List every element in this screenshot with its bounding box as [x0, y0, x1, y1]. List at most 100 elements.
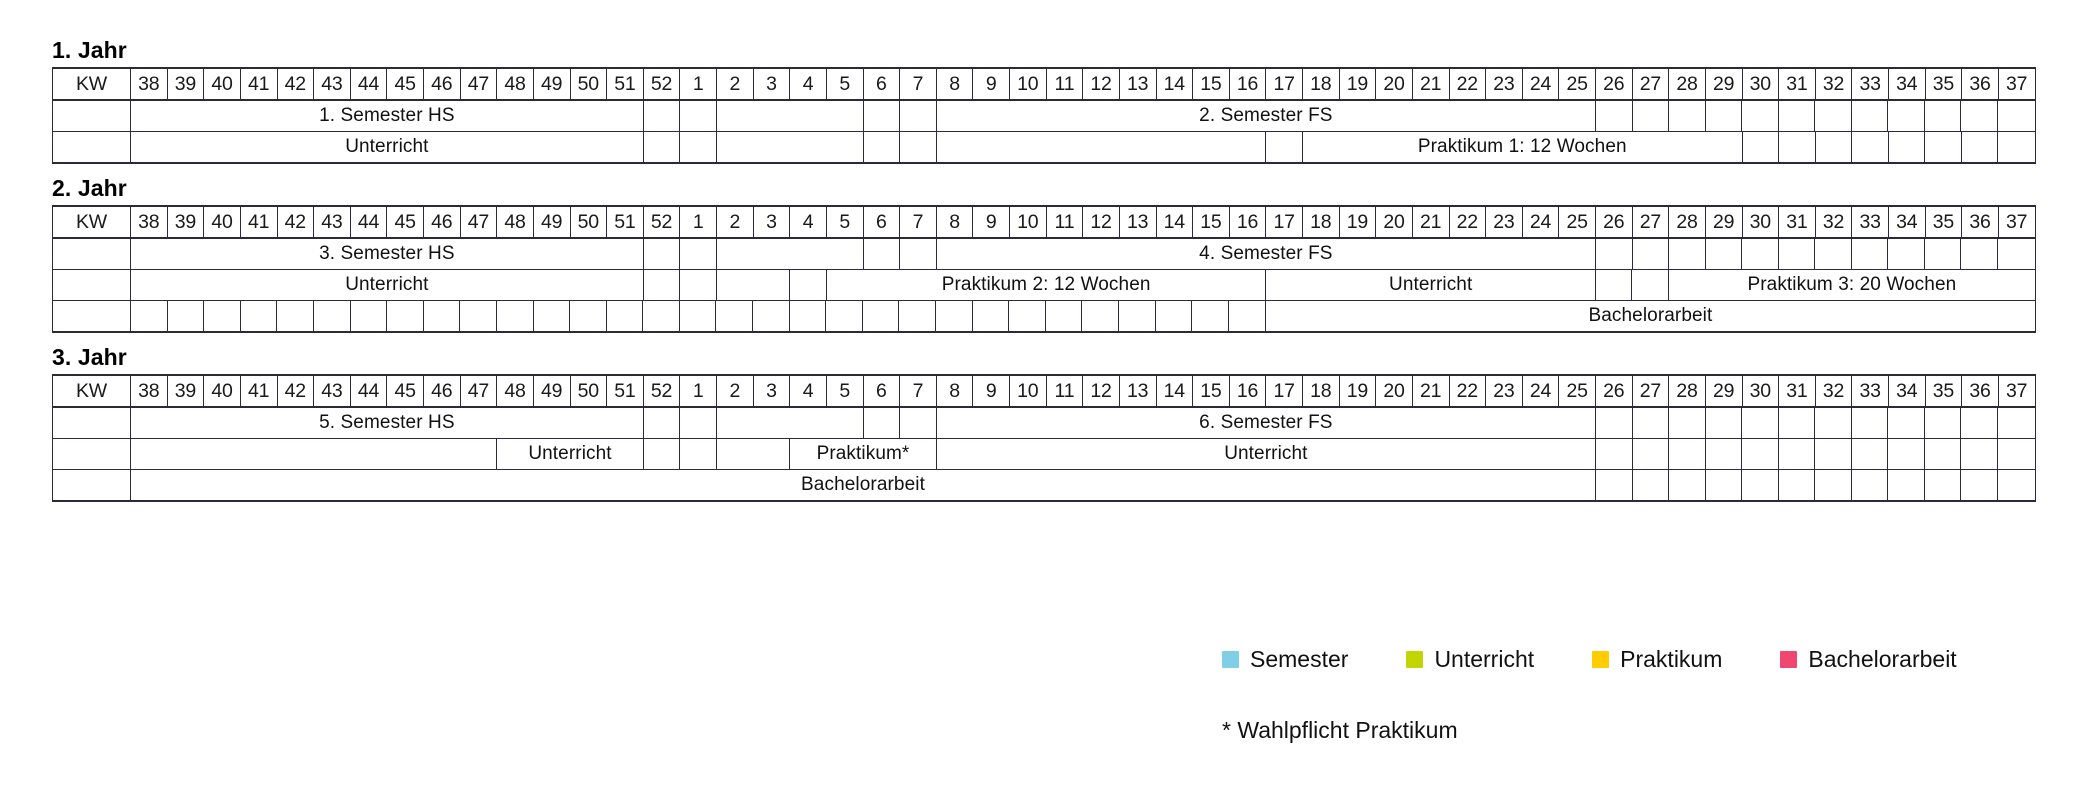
kw-cell: 11	[1045, 68, 1084, 102]
legend-swatch-bachelorarbeit	[1780, 651, 1798, 668]
kw-cell: 5	[825, 68, 864, 102]
kw-cell: 9	[972, 206, 1010, 240]
empty-week-cell	[607, 301, 644, 332]
kw-cell: 7	[899, 375, 937, 409]
empty-week-cell	[1596, 239, 1633, 269]
kw-cell: 52	[642, 206, 681, 240]
kw-cell: 4	[789, 206, 827, 240]
bar-segment-unterricht	[935, 131, 1267, 164]
kw-cell: 26	[1595, 68, 1633, 102]
empty-week-grid	[864, 408, 935, 438]
empty-week-cell	[1852, 470, 1889, 501]
empty-week-cell	[899, 301, 937, 332]
kw-cell: 35	[1924, 68, 1963, 102]
bar-segment-unterricht: Unterricht	[1265, 269, 1596, 302]
kw-cell: 35	[1924, 206, 1963, 240]
empty-week-cell	[1888, 239, 1925, 269]
empty-week-cell	[1925, 101, 1962, 131]
kw-cell: 23	[1485, 206, 1523, 240]
kw-cell: 19	[1338, 68, 1377, 102]
kw-cell: 28	[1668, 375, 1706, 409]
empty-week-cell	[1925, 239, 1962, 269]
kw-cell: 6	[862, 375, 901, 409]
kw-cell: 31	[1778, 375, 1816, 409]
empty-week-grid	[1743, 132, 2034, 163]
empty-week-cell	[826, 301, 863, 332]
empty-week-cell	[863, 301, 900, 332]
kw-cell: 12	[1082, 68, 1120, 102]
empty-week-cell	[277, 301, 314, 332]
bar-segment-semester	[716, 407, 864, 440]
kw-cell: 3	[752, 68, 791, 102]
kw-cell: 6	[862, 68, 901, 102]
kw-cell: 36	[1961, 375, 1999, 409]
empty-cells	[1595, 100, 2036, 133]
kw-cell: 51	[606, 68, 644, 102]
kw-cell: 52	[642, 68, 681, 102]
empty-week-cell	[1925, 470, 1962, 501]
empty-week-cell	[1597, 270, 1633, 300]
empty-week-cell	[1706, 101, 1743, 131]
kw-cell: 40	[203, 375, 241, 409]
kw-cell: 40	[203, 206, 241, 240]
kw-cell: 5	[825, 206, 864, 240]
kw-cell: 40	[203, 68, 241, 102]
empty-week-cell	[1888, 470, 1925, 501]
empty-week-cell	[680, 439, 716, 469]
kw-cell: 3	[752, 375, 791, 409]
bar-segment-unterricht: Unterricht	[496, 438, 644, 471]
empty-cells	[642, 407, 718, 440]
empty-week-cell	[534, 301, 571, 332]
empty-week-cell	[680, 408, 716, 438]
kw-cell: 20	[1375, 375, 1413, 409]
kw-cell: 3	[752, 206, 791, 240]
kw-cell: 41	[239, 206, 278, 240]
empty-week-cell	[1706, 408, 1743, 438]
kw-cell: 29	[1704, 68, 1743, 102]
kw-cell: 46	[423, 206, 461, 240]
empty-week-cell	[1852, 439, 1889, 469]
kw-cell: 14	[1155, 375, 1194, 409]
empty-week-cell	[1669, 408, 1706, 438]
legend-label: Semester	[1250, 646, 1349, 672]
kw-cell: 30	[1741, 375, 1780, 409]
empty-week-cell	[900, 239, 936, 269]
legend-item: Semester	[1222, 646, 1348, 673]
kw-cell: 44	[349, 68, 388, 102]
empty-week-cell	[1852, 408, 1889, 438]
kw-cell: 33	[1851, 206, 1889, 240]
kw-cell: 39	[166, 68, 205, 102]
kw-cell: 10	[1009, 375, 1047, 409]
empty-week-cell	[1815, 101, 1852, 131]
empty-week-cell	[1192, 301, 1229, 332]
kw-cell: 1	[679, 375, 717, 409]
empty-week-grid	[644, 408, 716, 438]
empty-cells	[1741, 131, 2036, 164]
kw-cell: 30	[1741, 206, 1780, 240]
empty-week-cell	[1742, 101, 1779, 131]
bar-segment-praktikum: Praktikum 3: 20 Wochen	[1668, 269, 2036, 302]
empty-cells	[1595, 407, 2036, 440]
kw-cell: 15	[1192, 206, 1230, 240]
kw-cell: 34	[1888, 375, 1926, 409]
kw-cell: 13	[1118, 206, 1157, 240]
kw-cell: 4	[789, 375, 827, 409]
kw-cell: 14	[1155, 206, 1194, 240]
kw-cell: 17	[1265, 375, 1303, 409]
kw-cell: 28	[1668, 206, 1706, 240]
empty-week-cell	[1633, 439, 1670, 469]
empty-week-cell	[387, 301, 424, 332]
kw-cell: 32	[1814, 206, 1853, 240]
bar-segment-semester: 4. Semester FS	[935, 238, 1597, 271]
kw-cell: 9	[972, 375, 1010, 409]
empty-week-cell	[644, 132, 680, 163]
legend-item: Bachelorarbeit	[1780, 646, 1957, 673]
empty-week-cell	[1633, 408, 1670, 438]
kw-cell: 2	[716, 68, 754, 102]
kw-cell: 38	[130, 375, 168, 409]
empty-week-cell	[1009, 301, 1046, 332]
